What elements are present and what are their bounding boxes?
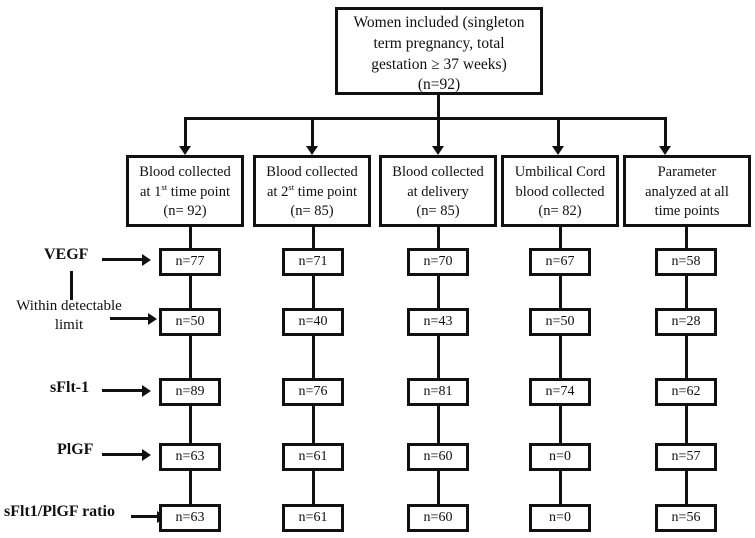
column-line2-text: analyzed at all (645, 184, 729, 201)
connector-line (188, 226, 192, 509)
column-line1: Umbilical Cord (514, 164, 606, 180)
column-line2: at delivery (382, 182, 494, 202)
column-box-all-time-points: Parameter analyzed at all time points (623, 155, 751, 227)
right-arrow-icon (102, 448, 151, 461)
column-line2-text: blood collected (515, 184, 605, 201)
row-label-sflt1-plgf-ratio: sFlt1/PlGF ratio (4, 503, 115, 520)
connector-line (558, 226, 562, 509)
count-box: n=60 (407, 443, 469, 471)
row-label-sflt1: sFlt-1 (50, 379, 90, 396)
column-line1: Blood collected (266, 164, 358, 180)
count-box: n=56 (655, 504, 717, 532)
column-line2: blood collected (504, 182, 616, 202)
ordinal-superscript: st (161, 182, 168, 193)
count-box: n=63 (159, 504, 221, 532)
right-arrow-icon (102, 253, 151, 266)
row-label-plgf: PlGF (57, 441, 94, 458)
count-box: n=76 (282, 378, 344, 406)
column-line2: at 1st time point (129, 182, 241, 202)
column-n-count: time points (654, 203, 720, 220)
count-box: n=50 (159, 308, 221, 336)
right-arrow-icon (110, 312, 157, 325)
column-n-count: (n= 92) (163, 203, 207, 220)
root-box-line4: (n=92) (417, 76, 461, 94)
root-box-line2: term pregnancy, total (373, 34, 505, 52)
count-box: n=77 (159, 248, 221, 276)
column-box-delivery: Blood collected at delivery (n= 85) (379, 155, 497, 227)
down-arrow-icon (306, 117, 318, 155)
column-n-count: (n= 85) (290, 203, 334, 220)
column-n-count: (n= 82) (538, 203, 582, 220)
count-box: n=71 (282, 248, 344, 276)
right-arrow-icon (102, 384, 151, 397)
count-box: n=60 (407, 504, 469, 532)
count-box: n=61 (282, 504, 344, 532)
count-box: n=28 (655, 308, 717, 336)
column-line2: analyzed at all (626, 182, 748, 202)
count-box: n=61 (282, 443, 344, 471)
down-arrow-icon (659, 117, 671, 155)
count-box: n=63 (159, 443, 221, 471)
connector-line (436, 226, 440, 509)
right-arrow-icon (131, 510, 166, 523)
count-box: n=62 (655, 378, 717, 406)
count-box: n=74 (529, 378, 591, 406)
count-box: n=81 (407, 378, 469, 406)
column-line2-text: time point (167, 184, 230, 201)
column-line2-text: at delivery (407, 184, 469, 201)
count-box: n=40 (282, 308, 344, 336)
ordinal-superscript: st (288, 182, 295, 193)
connector-line (311, 226, 315, 509)
count-box: n=89 (159, 378, 221, 406)
column-n-count: (n= 85) (416, 203, 460, 220)
count-box: n=58 (655, 248, 717, 276)
column-line1: Blood collected (392, 164, 484, 180)
root-box-women-included: Women included (singleton term pregnancy… (335, 7, 543, 95)
root-box-line1: Women included (singleton (353, 14, 525, 31)
down-arrow-icon (179, 117, 191, 155)
count-box: n=50 (529, 308, 591, 336)
column-line2-text: time point (294, 184, 357, 201)
count-box: n=67 (529, 248, 591, 276)
column-box-umbilical-cord: Umbilical Cord blood collected (n= 82) (501, 155, 619, 227)
count-box: n=43 (407, 308, 469, 336)
column-box-1st-time-point: Blood collected at 1st time point (n= 92… (126, 155, 244, 227)
row-label-vegf: VEGF (44, 246, 89, 263)
down-arrow-icon (432, 117, 444, 155)
connector-line (436, 93, 440, 118)
connector-line (183, 117, 667, 120)
count-box: n=70 (407, 248, 469, 276)
column-line2-text: at 1 (140, 184, 162, 201)
count-box: n=0 (529, 504, 591, 532)
count-box: n=57 (655, 443, 717, 471)
column-line2-text: at 2 (267, 184, 289, 201)
connector-line (684, 226, 688, 509)
column-box-2nd-time-point: Blood collected at 2st time point (n= 85… (253, 155, 371, 227)
column-line1: Blood collected (139, 164, 231, 180)
connector-line (70, 271, 73, 300)
row-label-within-detectable-limit: Within detectable limit (16, 298, 122, 333)
down-arrow-icon (552, 117, 564, 155)
column-line1: Parameter (657, 164, 717, 180)
root-box-line3: gestation ≥ 37 weeks) (371, 55, 507, 73)
count-box: n=0 (529, 443, 591, 471)
column-line2: at 2st time point (256, 182, 368, 202)
